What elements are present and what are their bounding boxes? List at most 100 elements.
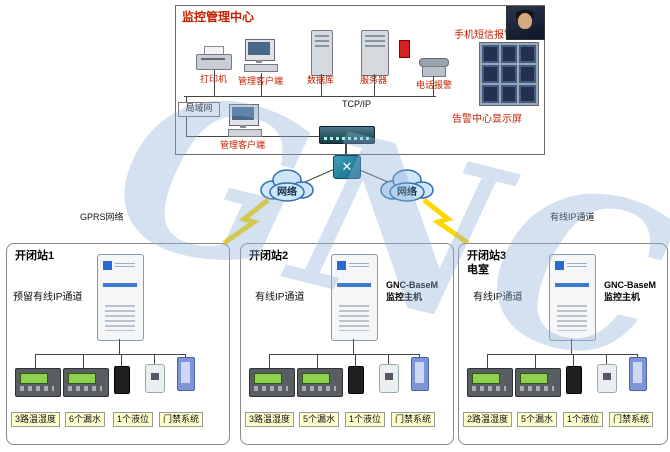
telephone-icon	[419, 58, 449, 77]
server-label: 服务器	[360, 75, 387, 86]
host-role-label: 监控主机	[386, 292, 423, 302]
access-controller-device-icon	[411, 357, 429, 391]
connector-line	[374, 74, 375, 96]
monitoring-host-icon	[97, 254, 144, 341]
cloud-label: 网络	[397, 186, 417, 198]
station-subtitle: 电室	[467, 264, 489, 276]
liquid-level-device-icon	[566, 366, 582, 394]
channel-label: 有线IP通道	[255, 292, 305, 303]
channel-label: 预留有线IP通道	[13, 292, 83, 303]
host-role-label: 监控主机	[604, 292, 641, 302]
water-leak-device-icon	[297, 368, 343, 397]
management-client-icon	[244, 39, 278, 73]
device-label: 3路温湿度	[245, 412, 295, 427]
alarm-beacon-icon	[399, 40, 410, 58]
connector-line	[321, 74, 322, 96]
door-reader-device-icon	[145, 364, 165, 393]
display-wall-label: 告警中心显示屏	[452, 114, 522, 125]
connector-line	[317, 354, 318, 368]
display-wall-icon	[479, 42, 539, 106]
printer-label: 打印机	[200, 74, 227, 85]
connector-line	[154, 354, 155, 364]
telephone-alarm-label: 电话报警	[416, 80, 453, 90]
monitoring-host-icon	[331, 254, 378, 341]
temp-humidity-device-icon	[467, 368, 513, 397]
printer-icon	[196, 46, 232, 70]
connector-line	[487, 354, 488, 368]
host-name-label: GNC-BaseM	[604, 280, 657, 290]
device-label: 1个液位	[563, 412, 604, 427]
connector-line	[433, 76, 434, 96]
station-box-1: 开闭站1 预留有线IP通道 3路温湿度 6个漏水 1个液位 门禁系统	[6, 243, 230, 445]
connector-line	[345, 140, 346, 155]
connector-line	[184, 96, 436, 97]
device-label: 6个漏水	[65, 412, 106, 427]
temp-humidity-device-icon	[15, 368, 61, 397]
lightning-left-icon	[222, 198, 270, 246]
server-icon	[361, 30, 389, 76]
device-label: 1个液位	[345, 412, 386, 427]
management-client-label: 管理客户端	[238, 76, 283, 87]
lan-label: 局域网	[178, 102, 220, 117]
management-client2-icon	[228, 104, 262, 138]
water-leak-device-icon	[515, 368, 561, 397]
connector-line	[487, 354, 637, 355]
person-photo	[506, 6, 545, 40]
cloud-label: 网络	[277, 186, 297, 198]
cloud-shape	[380, 169, 434, 202]
sms-alarm-label: 手机短信报警	[454, 30, 514, 41]
monitoring-host-icon	[549, 254, 596, 341]
station-box-2: 开闭站2 有线IP通道 GNC-BaseM 监控主机 3路温湿度 5个漏水 1个…	[240, 243, 454, 445]
tcpip-label: TCP/IP	[342, 99, 372, 109]
connector-line	[353, 339, 354, 354]
connector-line	[121, 354, 122, 366]
connector-line	[185, 354, 186, 357]
database-icon	[311, 30, 333, 76]
hub-left-cloud-line	[304, 167, 338, 183]
liquid-level-device-icon	[114, 366, 130, 394]
cloud-shape	[260, 169, 314, 202]
station-title: 开闭站1	[15, 250, 55, 262]
lan-switch-icon	[319, 126, 375, 144]
database-label: 数据库	[307, 75, 334, 86]
device-label: 门禁系统	[391, 412, 436, 427]
connector-line	[419, 354, 420, 357]
door-reader-device-icon	[379, 364, 399, 393]
core-switch-icon: ✕	[333, 155, 361, 179]
device-label: 1个液位	[113, 412, 154, 427]
connector-line	[573, 354, 574, 366]
connector-line	[83, 354, 84, 368]
connector-line	[388, 354, 389, 364]
hub-arrows-glyph: ✕	[341, 159, 353, 174]
device-label: 门禁系统	[159, 412, 204, 427]
connector-line	[637, 354, 638, 357]
connector-line	[261, 73, 262, 96]
door-reader-device-icon	[597, 364, 617, 393]
host-name-label: GNC-BaseM	[386, 280, 439, 290]
network-cloud-right: 网络	[378, 168, 436, 204]
liquid-level-device-icon	[348, 366, 364, 394]
connector-line	[119, 339, 120, 354]
gprs-network-label: GPRS网络	[80, 212, 124, 222]
device-label: 5个漏水	[517, 412, 558, 427]
center-title: 监控管理中心	[182, 10, 255, 24]
monitoring-center-box: 监控管理中心 打印机 管理客户端 数据库 服务器 电话报警 手机短信报警	[175, 5, 545, 155]
connector-line	[535, 354, 536, 368]
temp-humidity-device-icon	[249, 368, 295, 397]
device-label: 门禁系统	[609, 412, 654, 427]
connector-line	[269, 354, 270, 368]
connector-line	[269, 354, 419, 355]
management-client2-label: 管理客户端	[220, 140, 266, 150]
device-label: 3路温湿度	[11, 412, 61, 427]
channel-label: 有线IP通道	[473, 292, 523, 303]
access-controller-device-icon	[177, 357, 195, 391]
station-title: 开闭站2	[249, 250, 289, 262]
station-box-3: 开闭站3 电室 有线IP通道 GNC-BaseM 监控主机 2路温湿度 5个漏水…	[458, 243, 668, 445]
water-leak-device-icon	[63, 368, 109, 397]
station-title: 开闭站3	[467, 250, 507, 262]
connector-line	[606, 354, 607, 364]
lightning-right-icon	[422, 198, 470, 246]
connector-line	[214, 70, 215, 96]
connector-line	[571, 339, 572, 354]
